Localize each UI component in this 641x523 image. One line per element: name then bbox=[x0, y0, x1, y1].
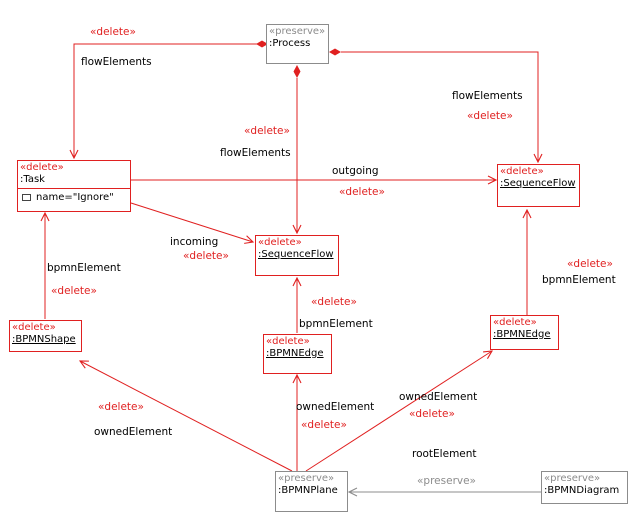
node-stereotype: «delete» bbox=[12, 322, 56, 333]
edge-stereotype-incoming: «delete» bbox=[183, 250, 229, 262]
node-stereotype: «delete» bbox=[258, 237, 302, 248]
edge-role-owned-right: ownedElement bbox=[399, 391, 478, 403]
edge-role-flow-mid: flowElements bbox=[220, 147, 291, 159]
edge-flowelements-right bbox=[329, 48, 538, 163]
edge-role-bpmnelement-mid: bpmnElement bbox=[299, 318, 373, 330]
node-process[interactable]: «preserve» :Process bbox=[266, 24, 329, 64]
edge-stereotype-bpmnelement-right: «delete» bbox=[567, 258, 613, 270]
edge-role-incoming: incoming bbox=[170, 236, 219, 248]
edge-role-flow-task: flowElements bbox=[81, 56, 152, 68]
composition-diamond-icon bbox=[293, 65, 301, 78]
node-task[interactable]: «delete» :Task name="Ignore" bbox=[17, 160, 131, 212]
node-bpmnshape[interactable]: «delete» :BPMNShape bbox=[9, 320, 82, 352]
node-stereotype: «preserve» bbox=[544, 473, 601, 484]
attribute-icon bbox=[22, 193, 31, 201]
node-stereotype: «delete» bbox=[266, 336, 310, 347]
node-bpmnplane[interactable]: «preserve» :BPMNPlane bbox=[275, 471, 348, 512]
edge-incoming bbox=[130, 202, 253, 242]
node-name: :SequenceFlow bbox=[258, 249, 334, 260]
edge-role-owned-shape: ownedElement bbox=[94, 426, 173, 438]
edge-stereotype-bpmnelement-shape: «delete» bbox=[51, 285, 97, 297]
edge-stereotype-outgoing: «delete» bbox=[339, 186, 385, 198]
node-name: :Task bbox=[20, 174, 45, 185]
edge-ownedelement-right bbox=[305, 351, 492, 472]
node-name: :BPMNEdge bbox=[266, 348, 324, 359]
edge-role-bpmnelement-right: bpmnElement bbox=[542, 274, 616, 286]
edge-stereotype-flow-task: «delete» bbox=[90, 26, 136, 38]
node-stereotype: «preserve» bbox=[269, 26, 326, 37]
node-sequenceflow-mid[interactable]: «delete» :SequenceFlow bbox=[255, 235, 339, 276]
edge-role-flow-right: flowElements bbox=[452, 90, 523, 102]
edge-stereotype-owned-right: «delete» bbox=[409, 408, 455, 420]
edge-stereotype-owned-mid: «delete» bbox=[301, 419, 347, 431]
edge-ownedelement-shape bbox=[80, 361, 293, 472]
composition-diamond-icon bbox=[329, 48, 341, 56]
node-stereotype: «delete» bbox=[20, 162, 64, 173]
edge-flowelements-mid bbox=[294, 65, 301, 233]
node-name: :BPMNEdge bbox=[493, 329, 551, 340]
edge-stereotype-flow-right: «delete» bbox=[467, 110, 513, 122]
edge-stereotype-bpmnelement-mid: «delete» bbox=[311, 296, 357, 308]
edge-stereotype-owned-shape: «delete» bbox=[98, 401, 144, 413]
attribute-row: name="Ignore" bbox=[18, 188, 130, 206]
node-bpmndiagram[interactable]: «preserve» :BPMNDiagram bbox=[541, 471, 628, 504]
node-name: :BPMNDiagram bbox=[544, 485, 620, 496]
node-name: :BPMNShape bbox=[12, 334, 76, 345]
edge-stereotype-root: «preserve» bbox=[417, 475, 476, 487]
attribute-text: name="Ignore" bbox=[36, 192, 114, 203]
node-stereotype: «delete» bbox=[500, 166, 544, 177]
composition-diamond-icon bbox=[256, 40, 268, 48]
node-bpmnedge-right[interactable]: «delete» :BPMNEdge bbox=[490, 315, 559, 350]
edge-stereotype-flow-mid: «delete» bbox=[244, 125, 290, 137]
edge-role-outgoing: outgoing bbox=[332, 165, 379, 177]
node-stereotype: «preserve» bbox=[278, 473, 335, 484]
edge-flowelements-task bbox=[74, 40, 268, 159]
node-name: :SequenceFlow bbox=[500, 178, 576, 189]
node-stereotype: «delete» bbox=[493, 317, 537, 328]
edge-role-owned-mid: ownedElement bbox=[296, 401, 375, 413]
node-name: :BPMNPlane bbox=[278, 485, 338, 496]
edge-role-root: rootElement bbox=[412, 448, 477, 460]
edge-role-bpmnelement-shape: bpmnElement bbox=[47, 262, 121, 274]
node-sequenceflow-right[interactable]: «delete» :SequenceFlow bbox=[497, 164, 580, 207]
node-name: :Process bbox=[269, 38, 311, 49]
node-bpmnedge-mid[interactable]: «delete» :BPMNEdge bbox=[263, 334, 332, 374]
